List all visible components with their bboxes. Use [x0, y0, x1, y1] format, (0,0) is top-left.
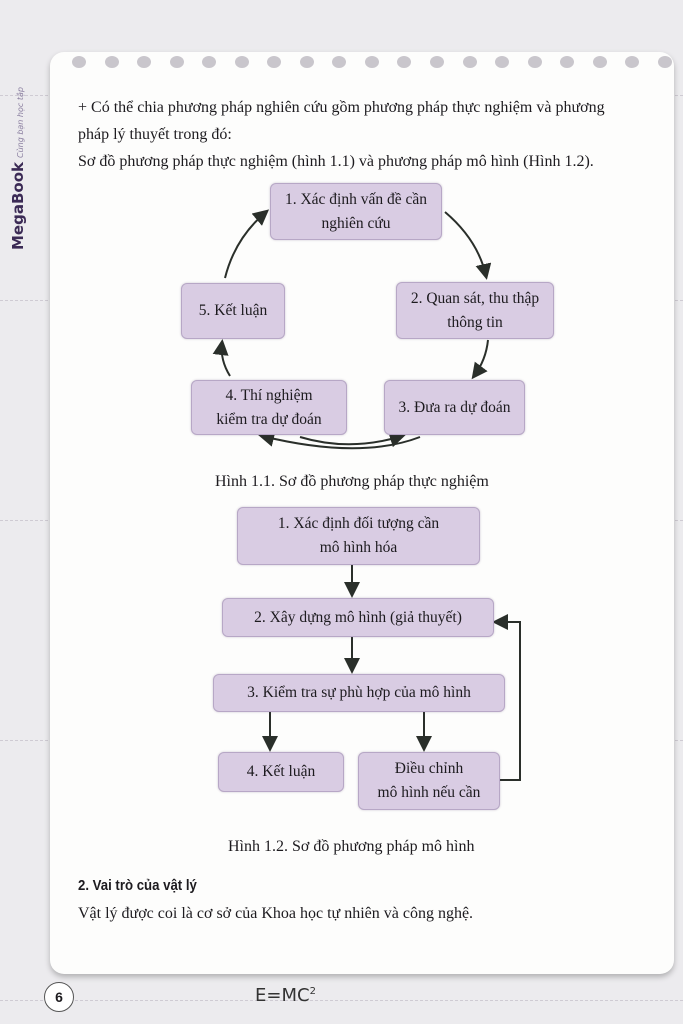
fig2-step-5: Điều chỉnh mô hình nếu cần [358, 752, 500, 810]
page-number: 6 [44, 982, 74, 1012]
binder-holes [72, 56, 672, 68]
figure1-caption: Hình 1.1. Sơ đồ phương pháp thực nghiệm [215, 473, 489, 490]
fig2-step-2: 2. Xây dựng mô hình (giả thuyết) [222, 598, 494, 637]
fig1-step-3: 3. Đưa ra dự đoán [384, 380, 525, 435]
intro-line-1: + Có thể chia phương pháp nghiên cứu gồm… [78, 99, 605, 116]
formula-text: E=MC [255, 985, 310, 1006]
arrow-1-2 [444, 211, 492, 280]
section-heading: 2. Vai trò của vật lý [78, 877, 197, 894]
fig1-step-5: 5. Kết luận [181, 283, 285, 339]
fig1-step-1: 1. Xác định vấn đề cần nghiên cứu [270, 183, 442, 240]
formula-exponent: 2 [309, 986, 316, 997]
fig1-step-4: 4. Thí nghiệm kiểm tra dự đoán [191, 380, 347, 435]
fig2-step-3: 3. Kiểm tra sự phù hợp của mô hình [213, 674, 505, 712]
arrow-f2-5-2 [492, 614, 521, 781]
arrow-4-5 [212, 339, 231, 377]
intro-line-2: pháp lý thuyết trong đó: [78, 126, 232, 143]
formula-doodle: E=MC2 [255, 985, 316, 1006]
figure2-caption: Hình 1.2. Sơ đồ phương pháp mô hình [228, 838, 475, 855]
intro-line-3: Sơ đồ phương pháp thực nghiệm (hình 1.1)… [78, 153, 594, 170]
fig1-step-2: 2. Quan sát, thu thập thông tin [396, 282, 554, 339]
fig2-step-4: 4. Kết luận [218, 752, 344, 792]
fig2-step-1: 1. Xác định đối tượng cần mô hình hóa [237, 507, 480, 565]
arrow-5-1 [224, 209, 270, 279]
arrow-2-3 [471, 339, 489, 380]
section-text: Vật lý được coi là cơ sở của Khoa học tự… [78, 905, 474, 922]
arrow-4-3 [299, 431, 406, 448]
